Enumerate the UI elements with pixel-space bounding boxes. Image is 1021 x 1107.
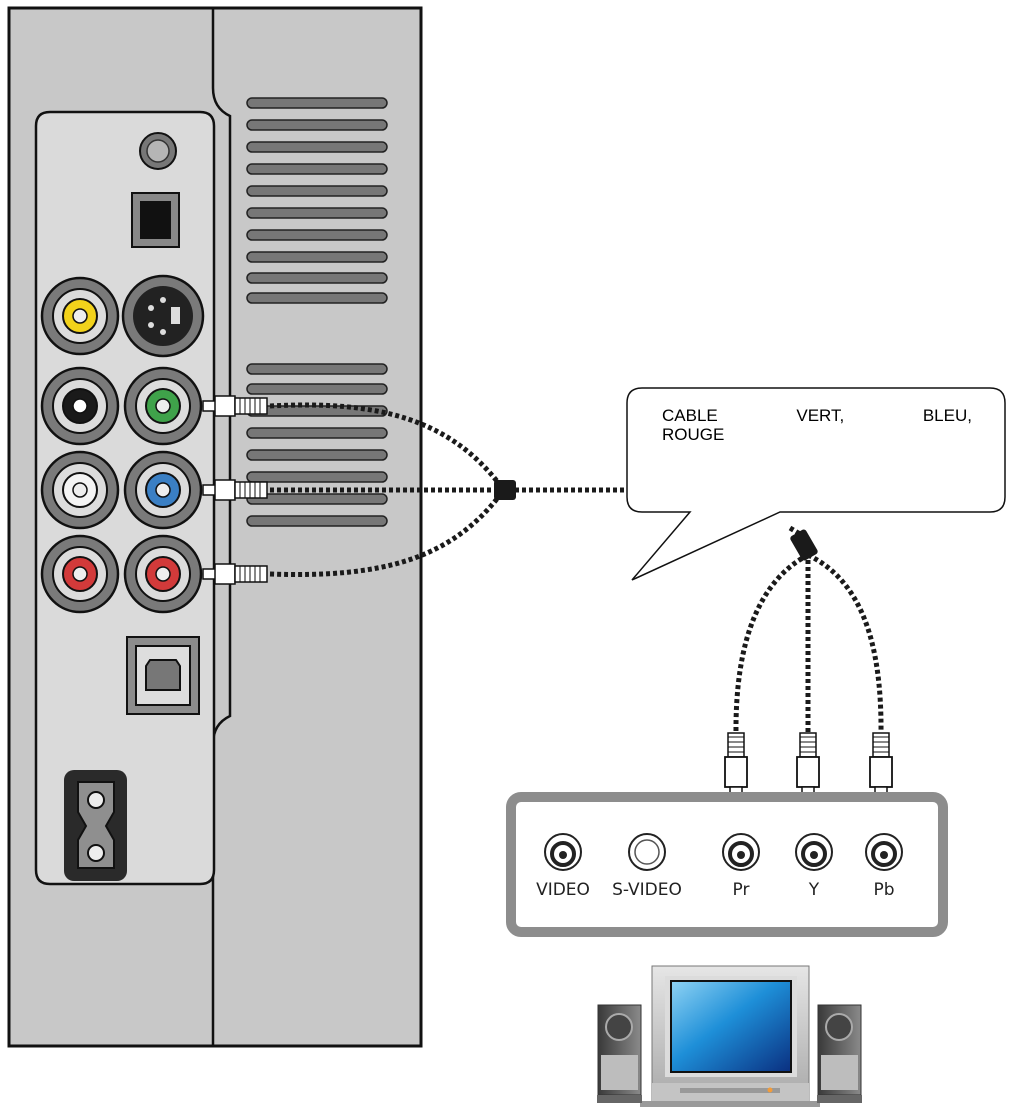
- jack-label-pr: Pr: [732, 880, 750, 900]
- vent-slot: [246, 515, 388, 527]
- vent-slot: [246, 292, 388, 304]
- composite-video-jack: [865, 833, 903, 871]
- vent-slot: [246, 449, 388, 461]
- composite-video-jack: [722, 833, 760, 871]
- callout-word-bleu: BLEU,: [922, 406, 972, 425]
- vent-slot: [246, 272, 388, 284]
- jack-label-s-video: S-VIDEO: [612, 880, 682, 900]
- jack-label-pb: Pb: [873, 880, 895, 900]
- vent-slot: [246, 185, 388, 197]
- callout-word-vert: VERT,: [796, 406, 845, 425]
- callout-text: CABLE VERT, BLEU, ROUGE: [662, 406, 972, 444]
- headphone-jack: [139, 132, 177, 170]
- red-jack-right: [123, 534, 203, 614]
- s-video-jack: [628, 833, 666, 871]
- tv-jacks: [544, 833, 903, 871]
- rca-plug: [202, 395, 268, 417]
- component-cable: [269, 402, 884, 736]
- power-socket: [64, 770, 127, 881]
- cable-junction: [494, 480, 818, 561]
- composite-video-jack: [544, 833, 582, 871]
- vent-slot: [246, 251, 388, 263]
- white-jack: [40, 450, 120, 530]
- optical-port: [131, 192, 180, 248]
- composite-video-jack: [795, 833, 833, 871]
- jack-label-y: Y: [808, 880, 820, 900]
- callout-word-rouge: ROUGE: [662, 425, 725, 444]
- jack-label-video: VIDEO: [536, 880, 590, 900]
- composite-video-jack: [40, 276, 120, 356]
- rca-plug: [202, 479, 268, 501]
- blue-jack: [123, 450, 203, 530]
- rca-plug: [202, 563, 268, 585]
- vent-slot: [246, 427, 388, 439]
- vent-slot: [246, 119, 388, 131]
- vent-slot: [246, 493, 388, 505]
- tv-icon: [640, 965, 820, 1107]
- rca-jacks: [40, 366, 203, 614]
- vent-slot: [246, 383, 388, 395]
- vent-slot: [246, 163, 388, 175]
- vent-slot: [246, 363, 388, 375]
- vent-slot: [246, 141, 388, 153]
- rca-plug: [724, 732, 748, 820]
- vent-slot: [246, 229, 388, 241]
- usb-port: [126, 636, 200, 715]
- vent-slot: [246, 471, 388, 483]
- speaker-icon: [597, 1004, 642, 1103]
- vent-slot: [246, 207, 388, 219]
- s-video-jack: [121, 274, 205, 358]
- rca-plugs-player: [202, 395, 268, 585]
- vent-slot: [246, 97, 388, 109]
- red-jack-left: [40, 534, 120, 614]
- green-jack: [123, 366, 203, 446]
- speaker-icon: [817, 1004, 862, 1103]
- vent-slots: [246, 97, 388, 527]
- vent-slot: [246, 405, 388, 417]
- black-jack: [40, 366, 120, 446]
- callout-bubble: [626, 387, 1006, 581]
- callout-word-cable: CABLE: [662, 406, 718, 425]
